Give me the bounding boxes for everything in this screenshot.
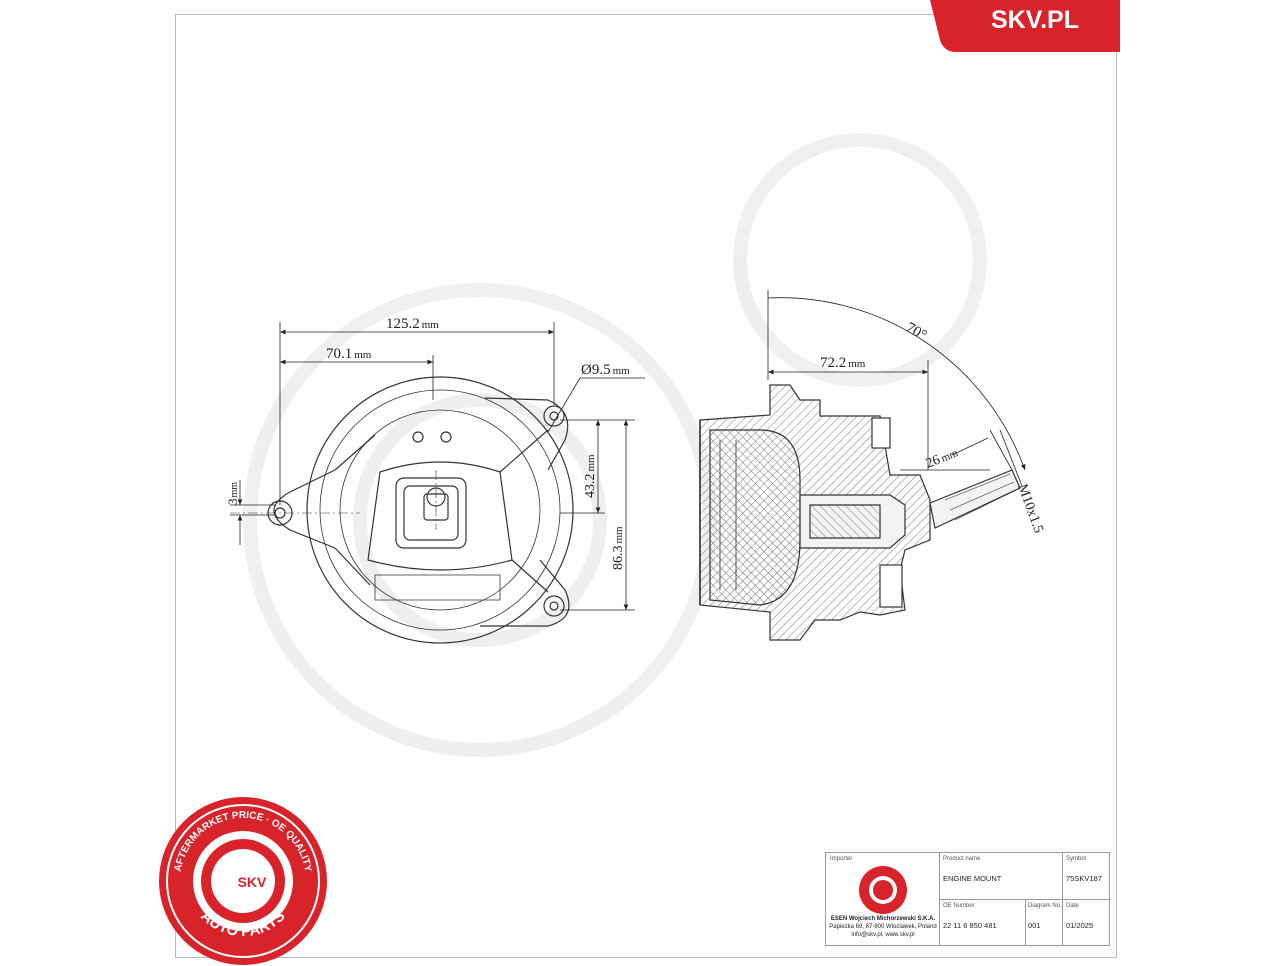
dim-thread: M10x1.5 (1014, 482, 1046, 535)
diagram-value: 001 (1028, 921, 1041, 930)
dim-angle: 70° (903, 320, 929, 344)
section-dimensions (767, 290, 1026, 487)
product-label: Product name (943, 856, 981, 862)
drawing-frame (175, 14, 1117, 958)
importer-contact: info@skv.pl, www.skv.pl (851, 932, 915, 938)
importer-address: Papiezka 69, 87-800 Wloclawek, Poland (829, 924, 937, 930)
section-view (699, 384, 1021, 641)
front-view (230, 376, 574, 644)
seal-center-text: SKV (238, 874, 267, 890)
brand-site-label: SKV.PL (990, 6, 1079, 34)
importer-seal-icon (859, 866, 907, 914)
dim-offset-vertical: 3mm (225, 482, 240, 505)
importer-label: Importer (830, 856, 853, 862)
symbol-value: 75SKV187 (1066, 874, 1102, 883)
dim-height-inner: 43.2mm (583, 454, 598, 498)
importer-name: ESEN Wojciech Michorzewski S.K.A. (830, 916, 936, 922)
date-label: Date (1066, 903, 1079, 909)
skv-seal: AFTERMARKET PRICE · OE QUALITY AUTO PART… (159, 797, 327, 965)
oe-value: 22 11 6 850 481 (943, 921, 997, 930)
symbol-label: Symbol (1066, 856, 1087, 862)
dim-stud-length: 26mm (924, 445, 961, 471)
product-value: ENGINE MOUNT (943, 874, 1002, 883)
brand-tab (930, 0, 1120, 52)
oe-label: OE Number (943, 903, 975, 909)
front-dimensions (230, 322, 645, 611)
diagram-label: Diagram No. (1028, 903, 1062, 909)
title-block: Importer ESEN Wojciech Michorzewski S.K.… (825, 852, 1110, 946)
dim-height-total: 86.3mm (611, 526, 626, 570)
date-value: 01/2025 (1066, 921, 1094, 930)
